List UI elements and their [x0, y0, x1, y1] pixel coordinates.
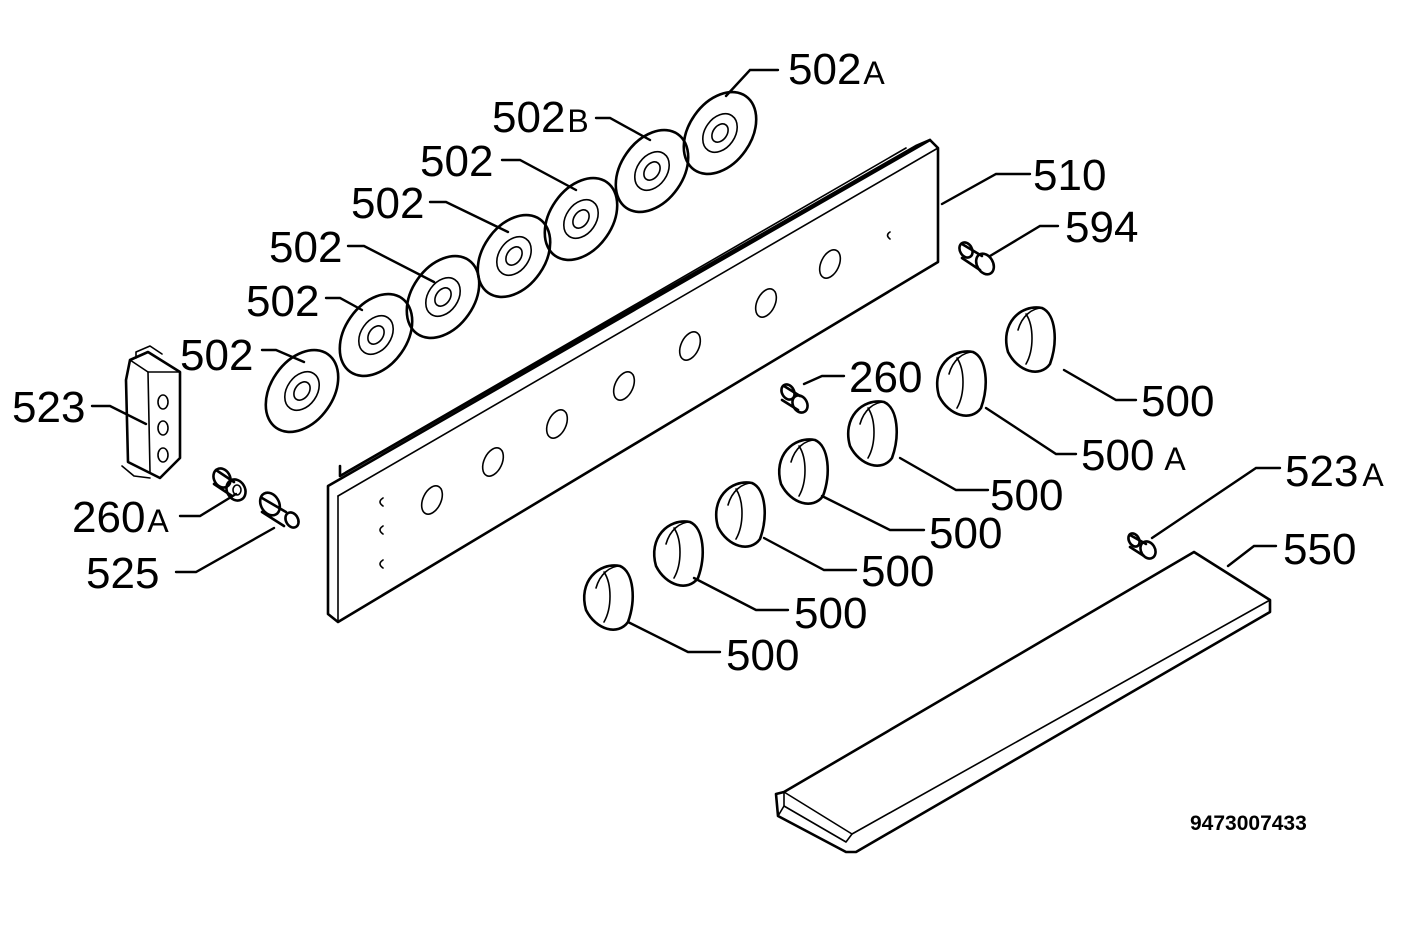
bracket-523	[121, 345, 182, 480]
control-knob-500A	[936, 350, 987, 417]
callout-550: 550	[1283, 525, 1356, 574]
callout-500-4: 500	[861, 547, 934, 596]
callout-260A: 260A	[72, 493, 169, 542]
knob-disc-502-5	[264, 348, 340, 434]
callout-510: 510	[1033, 151, 1106, 200]
control-knob-500-2	[847, 400, 898, 467]
control-panel-510	[326, 138, 940, 624]
callout-523: 523	[12, 383, 85, 432]
control-knob-500-6	[583, 564, 634, 631]
knob-disc-502-4	[338, 292, 414, 378]
knob-disc-502A	[682, 90, 758, 176]
knob-disc-502-3	[405, 254, 481, 340]
callout-502-5: 502	[180, 331, 253, 380]
callout-500-2: 500	[990, 471, 1063, 520]
callout-500-3: 500	[929, 509, 1002, 558]
screw-594	[958, 241, 996, 276]
control-knob-500-5	[653, 520, 704, 587]
control-knob-500-1	[1005, 306, 1056, 373]
screw-525	[258, 491, 300, 529]
callout-500-6: 500	[726, 631, 799, 680]
leader-lines	[90, 68, 1282, 654]
knob-disc-502B	[614, 128, 690, 214]
trim-strip-550	[774, 550, 1272, 854]
callout-260: 260	[849, 353, 922, 402]
callout-502B: 502B	[492, 93, 589, 142]
callout-500-1: 500	[1141, 377, 1214, 426]
callout-labels: 502A 502B 502 502 502 502 502 510 594 52…	[12, 45, 1384, 835]
drawing-number: 9473007433	[1190, 812, 1307, 835]
callout-502-2: 502	[351, 179, 424, 228]
callout-502-4: 502	[246, 277, 319, 326]
callout-525: 525	[86, 549, 159, 598]
callout-500-5: 500	[794, 589, 867, 638]
knob-disc-502-2	[476, 213, 552, 299]
control-knob-500-3	[778, 438, 829, 505]
spring-clip-260A	[212, 467, 247, 502]
spring-clip-260	[780, 383, 809, 414]
callout-502A: 502A	[788, 45, 885, 94]
control-knob-500-4	[715, 481, 766, 548]
callout-594: 594	[1065, 203, 1138, 252]
knob-disc-502-1	[543, 176, 619, 262]
screw-523A	[1127, 532, 1157, 560]
callout-502-1: 502	[420, 137, 493, 186]
callout-502-3: 502	[269, 223, 342, 272]
